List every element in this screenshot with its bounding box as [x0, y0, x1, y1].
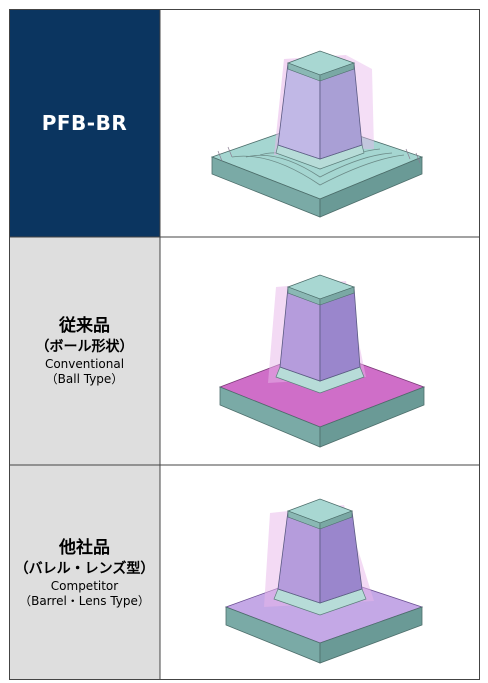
competitor-model-illustration [224, 498, 424, 664]
product-type-jp: （ボール形状） [35, 339, 134, 355]
product-name-en: Competitor [50, 578, 119, 593]
product-name: 他社品 [59, 537, 110, 558]
comparison-table: PFB-BR [9, 9, 480, 680]
product-type-en: （Ball Type） [45, 372, 124, 386]
illustration-competitor [160, 465, 480, 680]
label-conventional: 従来品 （ボール形状） Conventional （Ball Type） [9, 237, 160, 465]
row-competitor: 他社品 （バレル・レンズ型） Competitor （Barrel・Lens T… [9, 465, 480, 680]
illustration-conventional [160, 237, 480, 465]
row-conventional: 従来品 （ボール形状） Conventional （Ball Type） [9, 237, 480, 465]
row-pfb-br: PFB-BR [9, 9, 480, 237]
product-name: 従来品 [59, 316, 110, 336]
illustration-pfb-br [160, 9, 480, 237]
pfb-br-model-illustration [210, 50, 424, 218]
product-type-jp: （バレル・レンズ型） [14, 560, 155, 577]
product-type-en: （Barrel・Lens Type） [19, 593, 150, 608]
table-grid-lines [9, 9, 480, 680]
conventional-model-illustration [218, 274, 426, 448]
product-name-en: Conventional [44, 357, 125, 371]
label-competitor: 他社品 （バレル・レンズ型） Competitor （Barrel・Lens T… [9, 465, 160, 680]
product-name: PFB-BR [41, 111, 128, 135]
label-pfb-br: PFB-BR [9, 9, 160, 237]
